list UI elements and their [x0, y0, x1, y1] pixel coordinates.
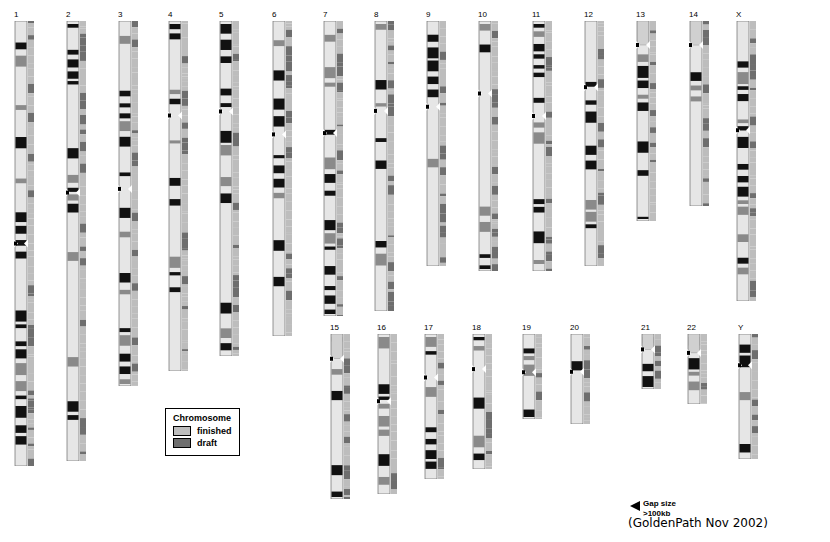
band-pattern — [689, 21, 715, 206]
band-pattern — [522, 334, 548, 419]
chromosome-number: 2 — [66, 10, 92, 19]
legend-swatch — [173, 426, 191, 436]
chromosome-ideogram: 21 — [641, 323, 667, 390]
band-pattern — [66, 21, 92, 461]
chromosome-number: 14 — [689, 10, 715, 19]
chromosome-number: 21 — [641, 323, 667, 332]
chromosome-number: 15 — [330, 323, 356, 332]
band-pattern — [374, 21, 400, 311]
chromosome-ideogram: 13 — [636, 10, 662, 222]
legend-box: Chromosome finished draft — [165, 408, 240, 456]
band-pattern — [472, 334, 498, 469]
chromosome-ideogram: 20 — [570, 323, 596, 425]
legend-swatch — [173, 438, 191, 448]
chromosome-ideogram: 5 — [219, 10, 245, 357]
caption: (GoldenPath Nov 2002) — [628, 516, 768, 530]
legend-row: finished — [173, 426, 232, 436]
legend-text: finished — [197, 426, 232, 436]
legend-text: draft — [197, 438, 217, 448]
chromosome-ideogram: Y — [738, 323, 764, 460]
chromosome-number: 6 — [272, 10, 298, 19]
chromosome-number: 18 — [472, 323, 498, 332]
chromosome-number: 3 — [118, 10, 144, 19]
band-pattern — [272, 21, 298, 336]
chromosome-number: 5 — [219, 10, 245, 19]
chromosome-number: 4 — [168, 10, 194, 19]
chromosome-ideogram: 12 — [584, 10, 610, 267]
chromosome-ideogram: 14 — [689, 10, 715, 207]
chromosome-number: 7 — [323, 10, 349, 19]
band-pattern — [478, 21, 504, 271]
band-pattern — [532, 21, 558, 271]
band-pattern — [738, 334, 764, 459]
chromosome-number: Y — [738, 323, 764, 332]
chromosome-number: 1 — [14, 10, 40, 19]
chromosome-number: 12 — [584, 10, 610, 19]
chromosome-ideogram: 8 — [374, 10, 400, 312]
chromosome-ideogram: 3 — [118, 10, 144, 387]
chromosome-ideogram: 2 — [66, 10, 92, 462]
chromosome-ideogram: 10 — [478, 10, 504, 272]
band-pattern — [118, 21, 144, 386]
chromosome-ideogram: 4 — [168, 10, 194, 372]
chromosome-number: 16 — [377, 323, 403, 332]
band-pattern — [424, 334, 450, 479]
chromosome-number: 13 — [636, 10, 662, 19]
band-pattern — [330, 334, 356, 499]
chromosome-ideogram: 6 — [272, 10, 298, 337]
chromosome-ideogram: 7 — [323, 10, 349, 317]
chromosome-number: 9 — [426, 10, 452, 19]
chromosome-ideogram: 17 — [424, 323, 450, 480]
band-pattern — [426, 21, 452, 266]
chromosome-ideogram: 16 — [377, 323, 403, 495]
chromosome-ideogram: X — [736, 10, 762, 302]
band-pattern — [641, 334, 667, 389]
band-pattern — [636, 21, 662, 221]
legend-title: Chromosome — [173, 413, 232, 423]
chromosome-ideogram: 19 — [522, 323, 548, 420]
chromosome-number: 22 — [687, 323, 713, 332]
chromosome-ideogram: 18 — [472, 323, 498, 470]
band-pattern — [584, 21, 610, 266]
band-pattern — [14, 21, 40, 466]
band-pattern — [168, 21, 194, 371]
band-pattern — [219, 21, 245, 356]
chromosome-ideogram: 1 — [14, 10, 40, 467]
chromosome-number: 11 — [532, 10, 558, 19]
chromosome-ideogram: 9 — [426, 10, 452, 267]
chromosome-number: 20 — [570, 323, 596, 332]
chromosome-number: 10 — [478, 10, 504, 19]
chromosome-number: 8 — [374, 10, 400, 19]
chromosome-ideogram: 11 — [532, 10, 558, 272]
band-pattern — [377, 334, 403, 494]
gap-arrow — [630, 501, 640, 511]
band-pattern — [323, 21, 349, 316]
band-pattern — [736, 21, 762, 301]
chromosome-number: X — [736, 10, 762, 19]
chromosome-number: 19 — [522, 323, 548, 332]
chromosome-ideogram: 15 — [330, 323, 356, 500]
chromosome-ideogram: 22 — [687, 323, 713, 405]
chromosome-number: 17 — [424, 323, 450, 332]
band-pattern — [570, 334, 596, 424]
band-pattern — [687, 334, 713, 404]
legend-row: draft — [173, 438, 232, 448]
